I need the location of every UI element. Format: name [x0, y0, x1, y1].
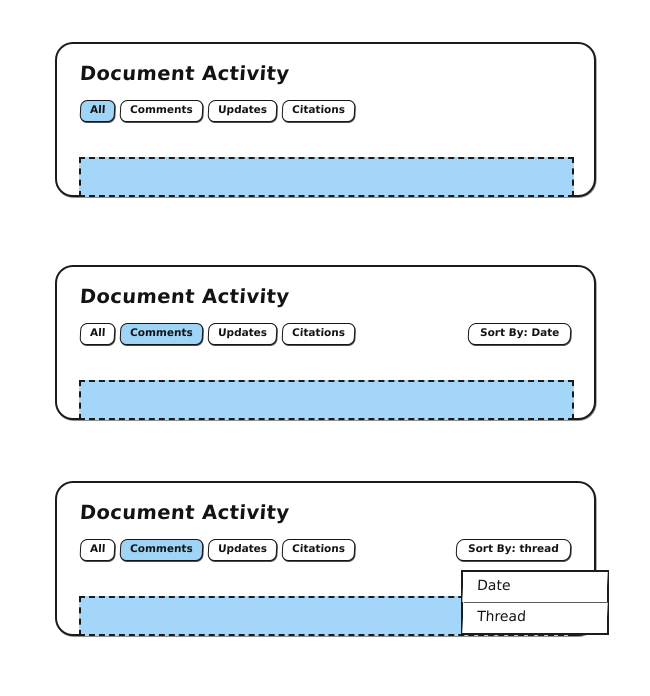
page-title: Document Activity — [79, 501, 291, 524]
filter-tab-row: All Comments Updates Citations — [79, 539, 356, 562]
filter-tab-row: All Comments Updates Citations — [79, 323, 356, 346]
activity-content-placeholder — [79, 380, 574, 420]
sort-by-button[interactable]: Sort By: thread — [455, 539, 572, 562]
page-title: Document Activity — [79, 285, 291, 308]
tab-all[interactable]: All — [79, 100, 116, 123]
dropdown-option-thread[interactable]: Thread — [462, 601, 608, 633]
tab-citations[interactable]: Citations — [281, 323, 356, 346]
tab-comments[interactable]: Comments — [119, 323, 204, 346]
document-activity-panel-all: Document Activity All Comments Updates C… — [55, 42, 596, 197]
sort-by-button[interactable]: Sort By: Date — [467, 323, 572, 346]
page-title: Document Activity — [79, 62, 291, 85]
dropdown-option-date[interactable]: Date — [462, 572, 608, 602]
tab-updates[interactable]: Updates — [207, 100, 278, 123]
tab-all[interactable]: All — [79, 323, 116, 346]
tab-citations[interactable]: Citations — [281, 100, 356, 123]
document-activity-panel-comments-thread: Document Activity All Comments Updates C… — [55, 481, 596, 636]
sort-by-dropdown-menu: Date Thread — [461, 570, 609, 635]
activity-content-placeholder — [79, 157, 574, 197]
tab-all[interactable]: All — [79, 539, 116, 562]
filter-tab-row: All Comments Updates Citations — [79, 100, 356, 123]
tab-citations[interactable]: Citations — [281, 539, 356, 562]
document-activity-panel-comments-date: Document Activity All Comments Updates C… — [55, 265, 596, 420]
tab-comments[interactable]: Comments — [119, 100, 204, 123]
tab-updates[interactable]: Updates — [207, 539, 278, 562]
tab-comments[interactable]: Comments — [119, 539, 204, 562]
tab-updates[interactable]: Updates — [207, 323, 278, 346]
